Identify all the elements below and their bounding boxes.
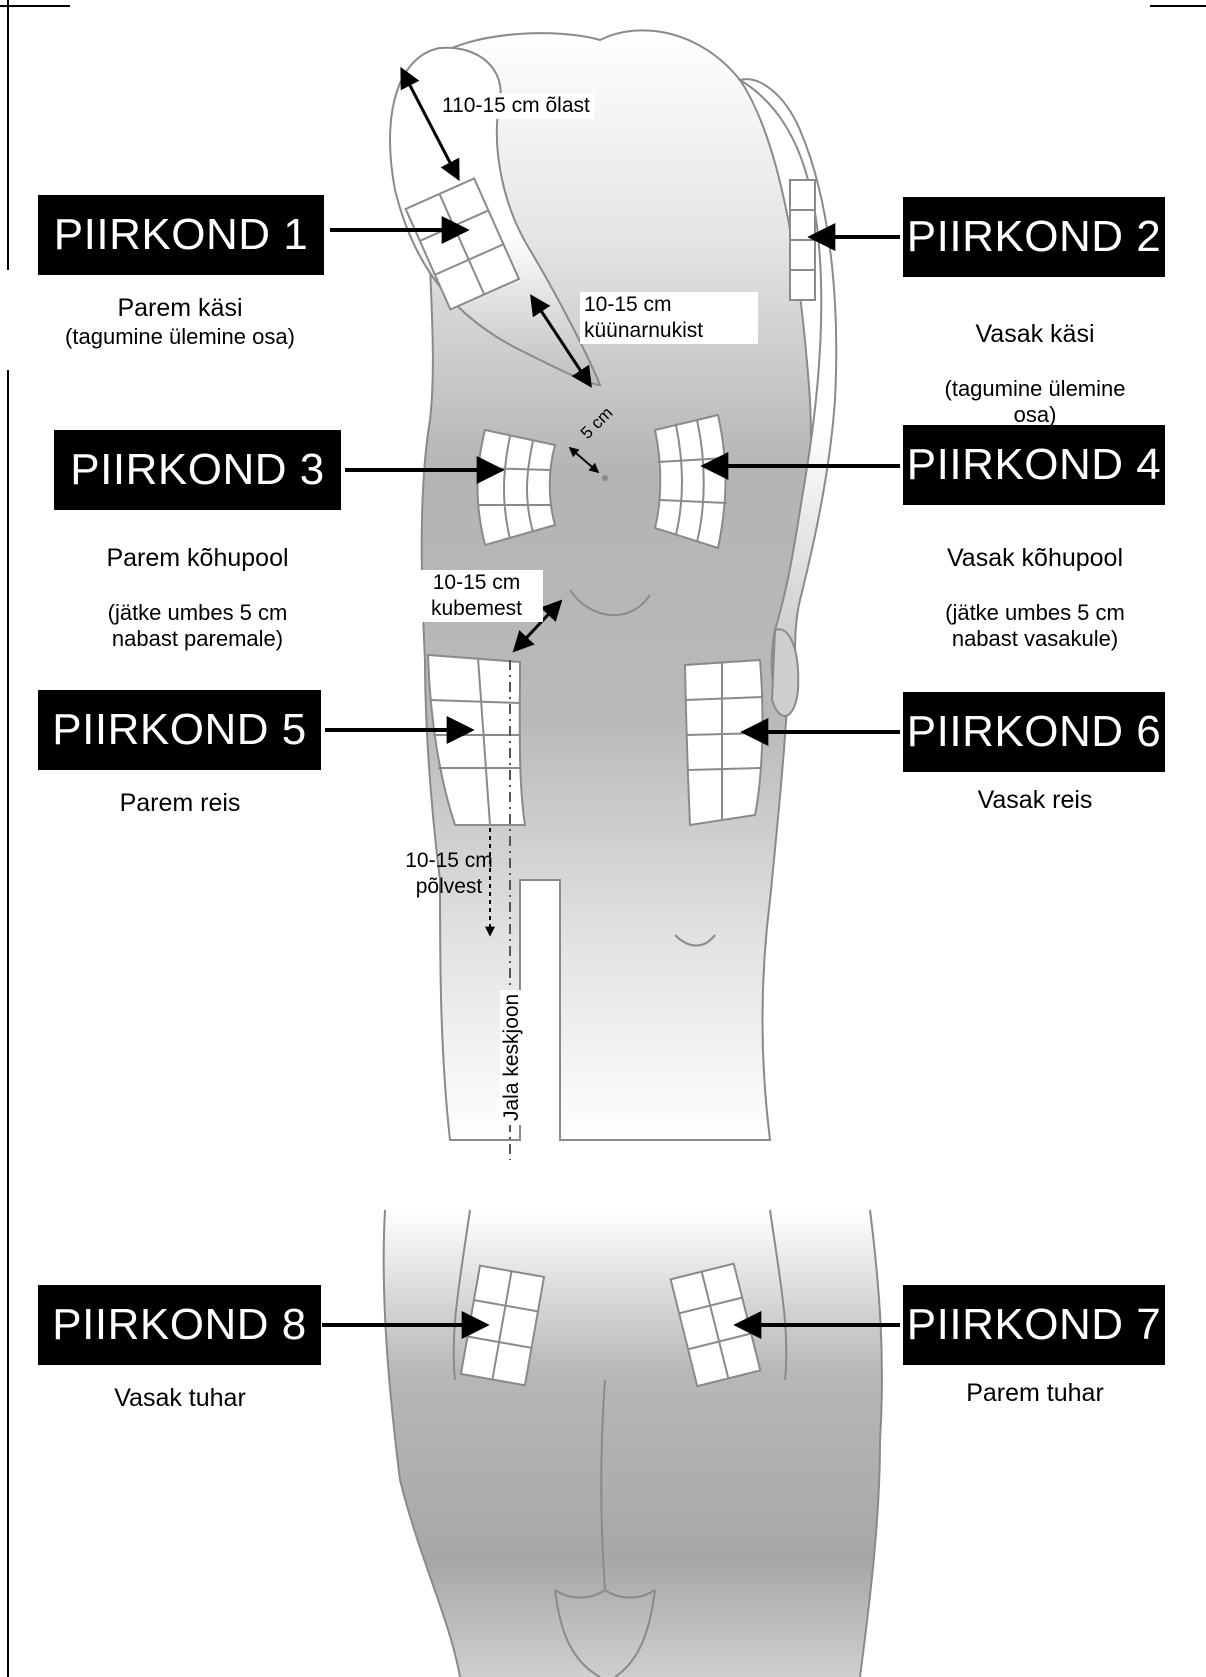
zone-3-caption-main: Parem kõhupool [50, 543, 345, 574]
patch-zone-2 [790, 180, 815, 300]
navel [602, 475, 608, 481]
zone-3-label: PIIRKOND 3 [54, 430, 341, 510]
zone-6-caption: Vasak reis [900, 785, 1170, 816]
zone-2-caption-main: Vasak käsi [900, 319, 1170, 350]
groin-distance-note: 10-15 cm kubemest [410, 570, 543, 622]
patch-zone-4 [655, 415, 727, 548]
patch-zone-6 [685, 660, 763, 825]
zone-1-caption: Parem käsi (tagumine ülemine osa) [20, 293, 340, 350]
zone-1-caption-main: Parem käsi [20, 293, 340, 324]
zone-3-caption: Parem kõhupool (jätke umbes 5 cm nabast … [50, 517, 345, 652]
zone-2-label: PIIRKOND 2 [903, 197, 1165, 277]
zone-6-caption-main: Vasak reis [900, 785, 1170, 816]
zone-4-label: PIIRKOND 4 [903, 425, 1165, 505]
zone-6-label: PIIRKOND 6 [903, 692, 1165, 772]
zone-3-caption-detail: (jätke umbes 5 cm nabast paremale) [108, 600, 288, 651]
zone-4-caption: Vasak kõhupool (jätke umbes 5 cm nabast … [895, 517, 1175, 652]
patch-zone-3 [478, 430, 556, 545]
zone-8-caption-main: Vasak tuhar [40, 1383, 320, 1414]
back-body-figure [384, 1210, 882, 1677]
zone-2-caption-detail: (tagumine ülemine osa) [945, 376, 1126, 427]
elbow-distance-note: 10-15 cm küünarnukist [580, 292, 758, 344]
buttocks [384, 1210, 882, 1677]
zone-4-caption-detail: (jätke umbes 5 cm nabast vasakule) [945, 600, 1125, 651]
zone-2-caption: Vasak käsi (tagumine ülemine osa) [900, 293, 1170, 428]
leg-midline-label: Jala keskjoon [500, 990, 524, 1125]
zone-5-caption-main: Parem reis [40, 788, 320, 819]
zone-5-caption: Parem reis [40, 788, 320, 819]
zone-7-label: PIIRKOND 7 [903, 1285, 1165, 1365]
shoulder-distance-note: 110-15 cm õlast [438, 93, 594, 119]
zone-4-caption-main: Vasak kõhupool [895, 543, 1175, 574]
zone-8-caption: Vasak tuhar [40, 1383, 320, 1414]
zone-7-caption: Parem tuhar [900, 1378, 1170, 1409]
zone-5-label: PIIRKOND 5 [38, 690, 321, 770]
zone-1-label: PIIRKOND 1 [38, 195, 324, 275]
knee-distance-note: 10-15 cm põlvest [385, 848, 513, 900]
zone-7-caption-main: Parem tuhar [900, 1378, 1170, 1409]
zone-1-caption-detail: (tagumine ülemine osa) [65, 324, 295, 349]
zone-8-label: PIIRKOND 8 [38, 1285, 321, 1365]
